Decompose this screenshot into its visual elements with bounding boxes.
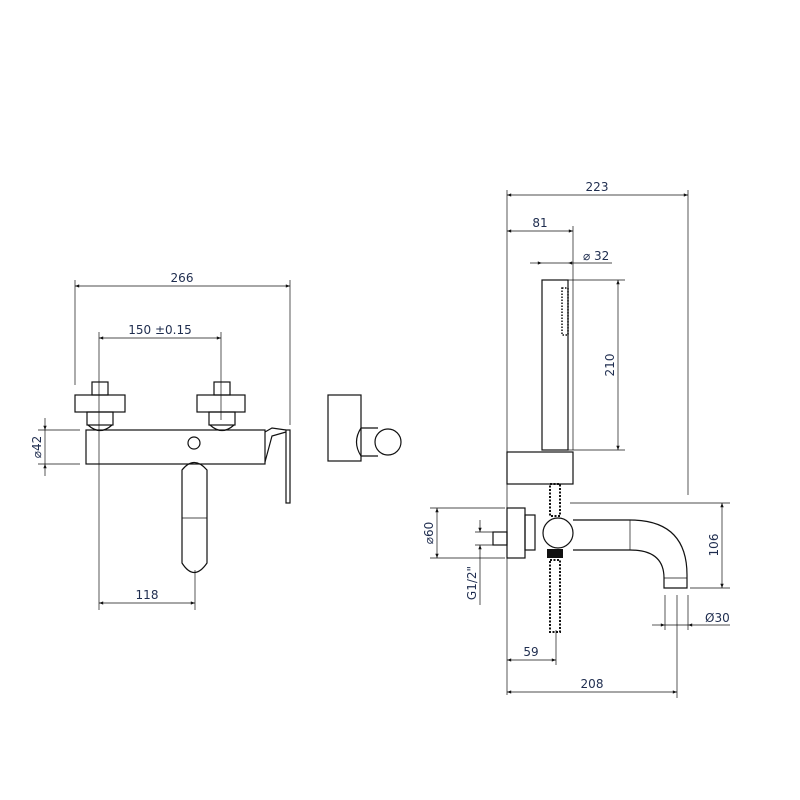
dim-266: 266 [75,271,290,288]
svg-text:Ø30: Ø30 [705,611,730,625]
dim-208: 208 [507,677,678,694]
svg-text:106: 106 [707,534,721,557]
svg-text:⌀ 32: ⌀ 32 [583,249,609,263]
dim-81: 81 [507,216,574,233]
svg-text:G1/2": G1/2" [465,566,479,600]
diverter-body [542,517,574,549]
dim-59: 59 [507,645,557,662]
handset [541,279,569,451]
hose [547,483,563,633]
dim-223: 223 [507,180,689,197]
diverter-hole [187,436,201,450]
svg-text:81: 81 [532,216,547,230]
dim-42: ⌀42 [30,418,47,476]
dim-210: 210 [603,280,620,450]
spout [181,461,208,574]
svg-text:⌀42: ⌀42 [30,436,44,459]
svg-text:⌀60: ⌀60 [422,522,436,545]
dim-60: ⌀60 [422,507,439,559]
svg-text:223: 223 [586,180,609,194]
mixer-front-view: 266 150 ±0.15 ⌀42 118 [30,271,402,610]
left-inlet [74,381,126,432]
svg-text:208: 208 [581,677,604,691]
svg-text:266: 266 [171,271,194,285]
hand-shower-side-view: 223 81 ⌀ 32 210 ⌀60 G1/2" 106 [422,180,730,698]
nozzle-strip [561,287,569,336]
shower-holder [506,451,574,485]
svg-text:59: 59 [523,645,538,659]
dim-32: ⌀ 32 [530,249,612,265]
dim-106: 106 [707,503,724,589]
dim-150: 150 ±0.15 [99,323,221,340]
dim-thread: G1/2" [465,520,482,605]
bath-spout [573,519,688,589]
side-view [327,394,402,462]
wall-flange [492,507,536,559]
svg-text:150 ±0.15: 150 ±0.15 [128,323,192,337]
dim-118: 118 [99,588,195,605]
lever-handle [264,427,291,504]
extension-lines-right [430,190,730,698]
mixer-body [85,429,266,465]
svg-text:118: 118 [136,588,159,602]
svg-text:210: 210 [603,354,617,377]
dim-30: Ø30 [652,611,730,627]
